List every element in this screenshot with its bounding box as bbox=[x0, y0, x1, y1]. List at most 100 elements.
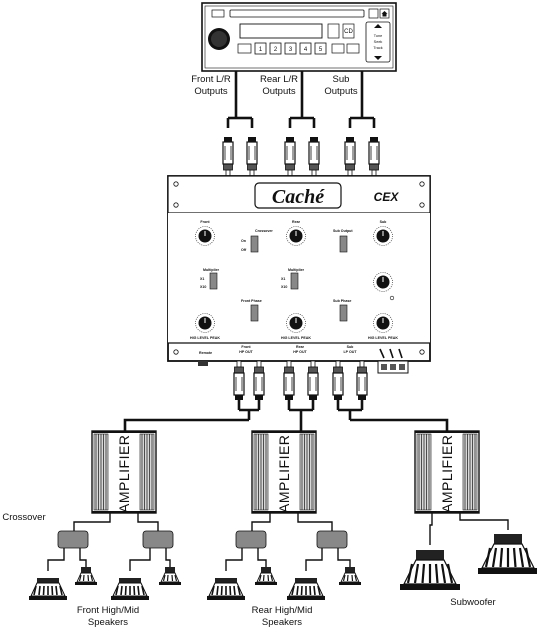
preset-button-4[interactable] bbox=[299, 42, 312, 55]
rear-outputs-label: Rear L/R Outputs bbox=[260, 74, 298, 97]
svg-text:Outputs: Outputs bbox=[324, 86, 358, 97]
front-phase-switch[interactable] bbox=[250, 304, 259, 322]
scan-button[interactable] bbox=[331, 43, 345, 54]
front-hp-out-label: Front bbox=[241, 345, 251, 349]
remote-wire-tab bbox=[198, 361, 208, 366]
subwoofer-label: Subwoofer bbox=[450, 597, 495, 608]
crossovers bbox=[57, 530, 348, 549]
sub-output-label: Sub Output bbox=[333, 229, 353, 233]
x1-left: X1 bbox=[200, 277, 204, 281]
sub-phase-switch[interactable] bbox=[339, 304, 348, 322]
svg-text:Rear L/R: Rear L/R bbox=[260, 74, 298, 85]
svg-text:Front L/R: Front L/R bbox=[191, 74, 231, 85]
x1-right: X1 bbox=[281, 277, 285, 281]
svg-text:LP OUT: LP OUT bbox=[343, 350, 357, 354]
front-left-crossover bbox=[57, 530, 89, 549]
rear-left-rca-plug bbox=[284, 136, 296, 177]
knob-sub-label: Sub bbox=[380, 220, 388, 224]
model-name: CEX bbox=[374, 190, 400, 204]
cache-logo bbox=[254, 182, 342, 209]
up-arrow-icon bbox=[374, 24, 382, 28]
multiplier-right-label: Multiplier bbox=[288, 268, 305, 272]
audio-button[interactable] bbox=[346, 43, 360, 54]
head-unit-side-button[interactable] bbox=[327, 23, 340, 39]
svg-text:Speakers: Speakers bbox=[262, 617, 302, 628]
preset-button-1[interactable] bbox=[254, 42, 267, 55]
down-arrow-icon bbox=[374, 56, 382, 60]
front-level-scale: HIG LEVEL PEAK bbox=[190, 336, 220, 340]
tune-seek-rocker[interactable] bbox=[365, 21, 391, 63]
preset-button-2[interactable] bbox=[269, 42, 282, 55]
front-out-left-plug bbox=[233, 360, 245, 401]
brand-logo: Caché bbox=[272, 186, 325, 208]
crossover-on: On bbox=[241, 239, 246, 243]
svg-text:HP OUT: HP OUT bbox=[293, 350, 307, 354]
preset-button-3-label: 3 bbox=[289, 47, 293, 53]
svg-text:Outputs: Outputs bbox=[262, 86, 296, 97]
tune-label: Tune bbox=[374, 34, 383, 38]
track-label: Track bbox=[373, 46, 382, 50]
x10-right: X10 bbox=[281, 285, 287, 289]
sub-out-right-plug bbox=[356, 360, 368, 401]
rear-amplifier: AMPLIFIER bbox=[251, 430, 317, 514]
front-outputs-label: Front L/R Outputs bbox=[191, 74, 231, 97]
crossover-switch[interactable] bbox=[250, 235, 259, 253]
sub-out-left-plug bbox=[332, 360, 344, 401]
knob-front-label: Front bbox=[200, 220, 210, 224]
preset-buttons: 1 2 3 4 5 bbox=[254, 42, 327, 55]
rear-right-rca-plug bbox=[308, 136, 320, 177]
preset-button-2-label: 2 bbox=[274, 47, 278, 53]
output-rca-plugs bbox=[233, 360, 368, 401]
crossover-label: Crossover bbox=[2, 512, 45, 523]
sub-phase-label: Sub Phase bbox=[333, 299, 351, 303]
front-amplifier: AMPLIFIER bbox=[91, 430, 157, 514]
rear-multiplier-switch[interactable] bbox=[290, 272, 299, 290]
front-multiplier-switch[interactable] bbox=[209, 272, 218, 290]
sub-level-scale: HIG LEVEL PEAK bbox=[368, 336, 398, 340]
crossover-off: Off bbox=[241, 248, 247, 252]
knob-rear-label: Rear bbox=[292, 220, 301, 224]
front-right-rca-plug bbox=[246, 136, 258, 177]
remote-label: Remote bbox=[199, 351, 212, 355]
front-speakers-label: Front High/Mid bbox=[77, 605, 139, 616]
sub-outputs-label: Sub Outputs bbox=[324, 74, 358, 97]
sub-output-switch[interactable] bbox=[339, 235, 348, 253]
head-unit-display bbox=[239, 23, 323, 39]
rear-level-scale: HIG LEVEL PEAK bbox=[281, 336, 311, 340]
rear-out-left-plug bbox=[283, 360, 295, 401]
speaker-wires bbox=[47, 513, 509, 571]
power-button[interactable] bbox=[368, 8, 379, 19]
front-amplifier-label: AMPLIFIER bbox=[116, 435, 132, 513]
front-left-rca-plug bbox=[222, 136, 234, 177]
sub-lp-out-label: Sub bbox=[347, 345, 355, 349]
svg-text:Outputs: Outputs bbox=[194, 86, 228, 97]
svg-text:Speakers: Speakers bbox=[88, 617, 128, 628]
x10-left: X10 bbox=[200, 285, 206, 289]
cex-processor: Caché CEX Front Rear Sub Crossover On Of… bbox=[167, 175, 431, 374]
sub-right-rca-plug bbox=[368, 136, 380, 177]
cd-slot bbox=[229, 9, 365, 18]
sub-amplifier: AMPLIFIER bbox=[414, 430, 480, 514]
preset-button-1-label: 1 bbox=[259, 47, 263, 53]
head-unit: CD 1 2 3 4 5 Tune Seek Track bbox=[201, 2, 397, 72]
sub-amplifier-label: AMPLIFIER bbox=[439, 435, 455, 513]
eject-button[interactable] bbox=[211, 9, 225, 18]
svg-text:Sub: Sub bbox=[333, 74, 350, 85]
rear-right-crossover bbox=[316, 530, 348, 549]
crossover-switch-label: Crossover bbox=[255, 229, 273, 233]
input-cables bbox=[226, 71, 376, 128]
front-right-crossover bbox=[142, 530, 174, 549]
cd-button[interactable] bbox=[342, 23, 355, 39]
cd-button-label: CD bbox=[344, 29, 353, 35]
multiplier-left-label: Multiplier bbox=[203, 268, 220, 272]
rear-left-crossover bbox=[235, 530, 267, 549]
sub-left-rca-plug bbox=[344, 136, 356, 177]
rear-out-right-plug bbox=[307, 360, 319, 401]
rear-hp-out-label: Rear bbox=[296, 345, 305, 349]
front-speakers bbox=[28, 566, 182, 601]
preset-button-5[interactable] bbox=[314, 42, 327, 55]
subwoofers bbox=[398, 532, 537, 592]
mode-button[interactable] bbox=[237, 43, 252, 54]
preset-button-3[interactable] bbox=[284, 42, 297, 55]
